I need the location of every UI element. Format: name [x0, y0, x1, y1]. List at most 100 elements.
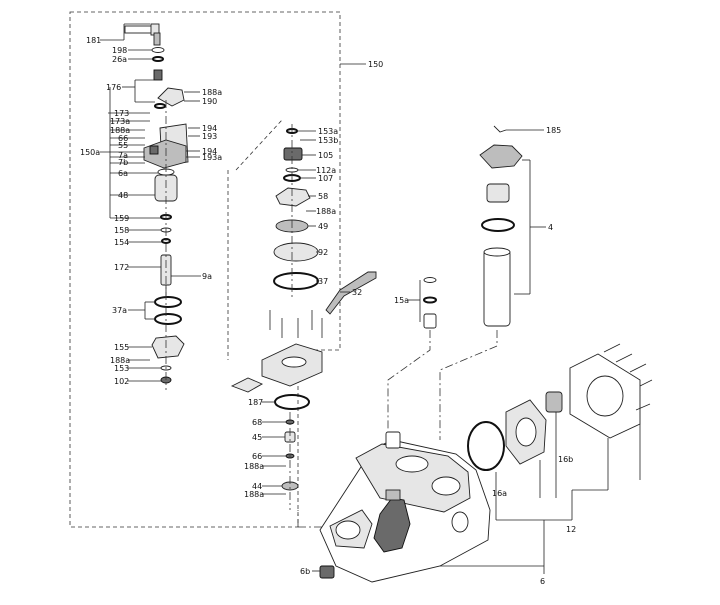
label-181: 181	[86, 36, 101, 45]
vent-pipe-4	[483, 249, 511, 327]
label-16b: 16b	[558, 455, 573, 464]
label-188a-1: 188a	[202, 88, 222, 97]
label-194-1: 194	[202, 124, 217, 133]
oring-37	[273, 272, 319, 290]
label-105: 105	[318, 151, 333, 160]
disk-92	[273, 242, 319, 262]
cap-4	[479, 144, 523, 169]
label-107: 107	[318, 174, 333, 183]
label-6: 6	[540, 577, 545, 586]
label-6a: 6a	[118, 169, 128, 178]
seal-ring-4	[481, 218, 515, 232]
label-193: 193	[202, 132, 217, 141]
label-194-2: 194	[202, 147, 217, 156]
label-193a: 193a	[202, 153, 222, 162]
label-176: 176	[106, 83, 121, 92]
impeller-155	[151, 335, 185, 359]
label-9a: 9a	[202, 272, 212, 281]
oring-37a-upper	[154, 296, 182, 308]
middle-leaders	[262, 130, 350, 495]
leader-6	[440, 520, 545, 574]
label-150: 150	[368, 60, 383, 69]
label-58: 58	[318, 192, 328, 201]
sleeve-15a	[423, 313, 437, 329]
ring-15a-upper	[423, 277, 437, 283]
label-190: 190	[202, 97, 217, 106]
seal-58	[275, 187, 311, 207]
label-12: 12	[566, 525, 576, 534]
label-185: 185	[546, 126, 561, 135]
flange-ring-bore	[515, 417, 537, 447]
adapter-4	[486, 183, 510, 203]
label-154: 154	[114, 238, 129, 247]
dashed-path-middle	[227, 119, 283, 360]
label-188a-2: 188a	[110, 126, 130, 135]
label-112a: 112a	[316, 166, 336, 175]
tank-6	[319, 431, 491, 583]
sleeve-16b	[545, 391, 563, 413]
label-66-1: 66	[118, 134, 128, 143]
label-92: 92	[318, 248, 328, 257]
washer-198	[151, 47, 165, 53]
left-leaders	[100, 23, 201, 382]
label-158: 158	[114, 226, 129, 235]
label-26a: 26a	[112, 55, 127, 64]
nut-176	[153, 69, 163, 81]
label-188a-5: 188a	[244, 462, 264, 471]
leader-12-bracket	[495, 412, 641, 521]
cable-gland-181	[124, 23, 161, 46]
label-48: 48	[118, 191, 128, 200]
label-159: 159	[114, 214, 129, 223]
label-16a: 16a	[492, 489, 507, 498]
label-153: 153	[114, 364, 129, 373]
vent-pipe-top	[483, 247, 511, 257]
part-labels: 181 198 26a 176 188a 190 173 173a 188a 6…	[80, 36, 576, 586]
plug-6b	[312, 565, 335, 579]
label-32: 32	[352, 288, 362, 297]
axis-15a	[387, 330, 431, 430]
label-188a-3: 188a	[110, 356, 130, 365]
label-173: 173	[114, 109, 129, 118]
label-15a: 15a	[394, 296, 409, 305]
pump-housing-port	[281, 356, 307, 368]
leader-4-bracket	[514, 159, 546, 295]
label-173a: 173a	[110, 117, 130, 126]
oring-187	[274, 394, 310, 410]
label-188a-4: 188a	[316, 207, 336, 216]
label-4: 4	[548, 223, 553, 232]
pressure-pipe-32	[325, 271, 377, 315]
label-37: 37	[318, 277, 328, 286]
label-45: 45	[252, 433, 262, 442]
label-44: 44	[252, 482, 262, 491]
label-66-2: 66	[252, 452, 262, 461]
check-part-left	[230, 377, 264, 393]
oring-37a-lower	[154, 313, 182, 325]
bearing-105	[283, 147, 303, 161]
motor-housing-150a	[143, 123, 189, 169]
label-7b: 7b	[118, 158, 128, 167]
clamp-190	[157, 87, 185, 107]
axis-vent	[439, 330, 498, 440]
label-68: 68	[252, 418, 262, 427]
bolts-right	[603, 343, 653, 411]
label-172: 172	[114, 263, 129, 272]
label-102: 102	[114, 377, 129, 386]
label-55: 55	[118, 141, 128, 150]
label-150a: 150a	[80, 148, 100, 157]
bolts-middle	[269, 310, 323, 338]
ring-26a	[152, 56, 164, 62]
label-37a: 37a	[112, 306, 127, 315]
label-6b: 6b	[300, 567, 310, 576]
oring-16a	[467, 421, 505, 471]
label-155: 155	[114, 343, 129, 352]
label-187: 187	[248, 398, 263, 407]
label-188a-6: 188a	[244, 490, 264, 499]
clip-185	[493, 125, 507, 133]
cover-flange-bore	[586, 375, 624, 417]
label-153a: 153a	[318, 127, 338, 136]
label-198: 198	[112, 46, 127, 55]
label-49: 49	[318, 222, 328, 231]
ring-15a-mid	[423, 296, 437, 304]
